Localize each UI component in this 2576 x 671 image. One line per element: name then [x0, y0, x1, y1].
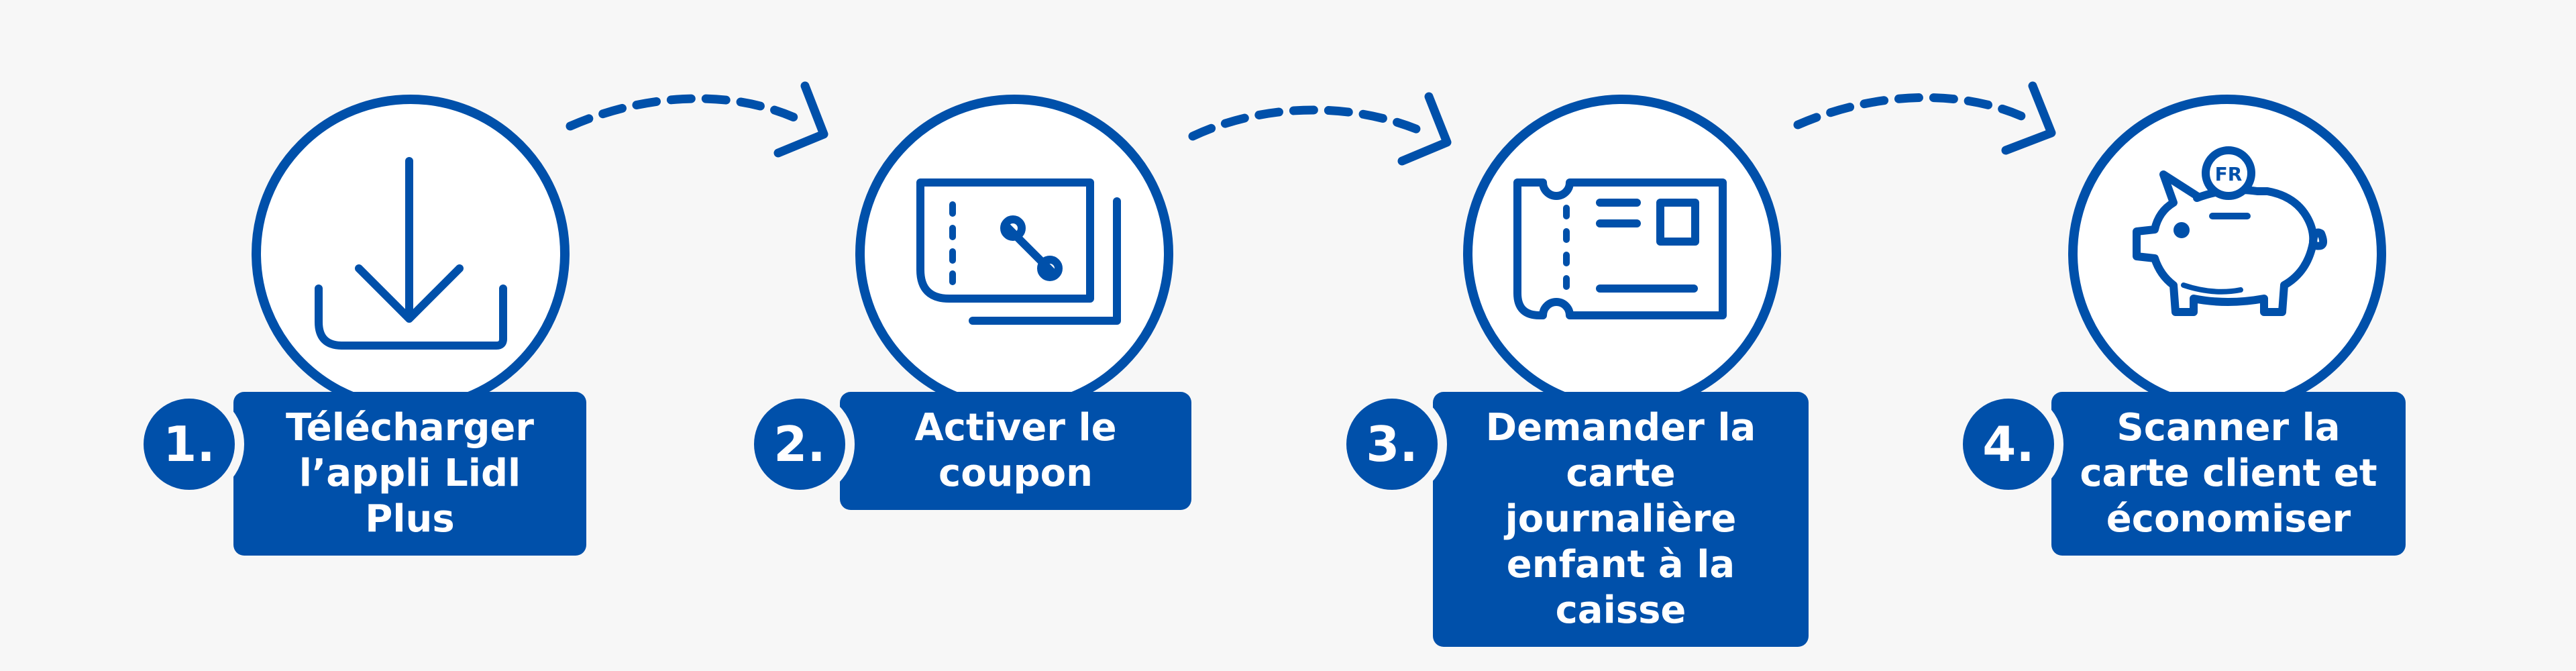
- arrow-2-to-3: [1188, 92, 1452, 166]
- step-1-number-badge: 1.: [134, 389, 244, 499]
- coupon-icon: [916, 178, 1121, 325]
- step-4-label: Scanner la carte client et économiser: [2051, 392, 2406, 556]
- step-4-label-text: Scanner la carte client et économiser: [2080, 406, 2377, 541]
- arrow-3-to-4: [1793, 81, 2056, 155]
- step-3-label: Demander la carte journalière enfant à l…: [1433, 392, 1809, 647]
- step-3-number: 3.: [1366, 416, 1418, 472]
- step-1-label-text: Télécharger l’appli Lidl Plus: [285, 406, 535, 541]
- step-4-number-badge: 4.: [1953, 389, 2063, 499]
- step-4-number: 4.: [1982, 416, 2035, 472]
- step-3-label-text: Demander la carte journalière enfant à l…: [1485, 406, 1756, 632]
- step-2-circle: [855, 95, 1173, 413]
- step-2-label: Activer le coupon: [840, 392, 1191, 510]
- download-icon: [315, 157, 507, 350]
- step-1-number: 1.: [163, 416, 215, 472]
- step-4-circle: [2068, 95, 2386, 413]
- coin-label: FR: [2215, 163, 2243, 185]
- ticket-card-icon: [1513, 178, 1727, 319]
- piggy-bank-icon: [2133, 146, 2327, 316]
- step-2-label-text: Activer le coupon: [914, 406, 1117, 495]
- step-2-number: 2.: [773, 416, 826, 472]
- step-3-number-badge: 3.: [1337, 389, 1447, 499]
- step-2-number-badge: 2.: [745, 389, 855, 499]
- step-1-label: Télécharger l’appli Lidl Plus: [233, 392, 586, 556]
- arrow-1-to-2: [566, 81, 828, 158]
